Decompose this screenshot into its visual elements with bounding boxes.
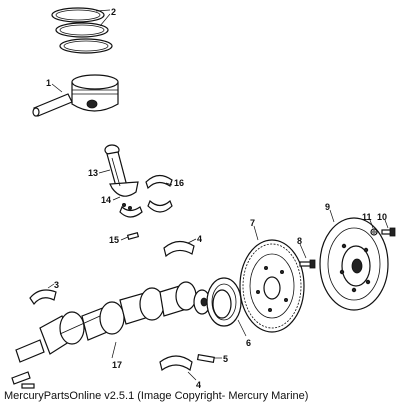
callout-4-upper: 4 [197, 234, 202, 244]
thrust-bearing[interactable] [29, 289, 57, 306]
callout-16: 16 [174, 178, 184, 188]
callout-14: 14 [101, 195, 111, 205]
dowel-pin[interactable] [126, 232, 140, 240]
washer[interactable] [370, 228, 378, 236]
callout-1: 1 [46, 78, 51, 88]
callout-5: 5 [223, 354, 228, 364]
connecting-rod[interactable] [104, 144, 139, 210]
crankshaft[interactable] [15, 281, 211, 363]
crank-key[interactable] [11, 371, 35, 389]
callout-17: 17 [112, 360, 122, 370]
rear-main-seal[interactable] [206, 277, 242, 327]
rod-bearing-upper[interactable] [145, 174, 173, 190]
piston-pin[interactable] [32, 93, 73, 117]
callout-13: 13 [88, 168, 98, 178]
callout-2: 2 [111, 7, 116, 17]
drive-plate[interactable] [319, 217, 389, 311]
callout-11: 11 [362, 212, 372, 222]
callout-15: 15 [109, 235, 119, 245]
flywheel[interactable] [239, 239, 305, 333]
callout-3: 3 [54, 280, 59, 290]
callout-9: 9 [325, 202, 330, 212]
callout-10: 10 [377, 212, 387, 222]
copyright-footer: MercuryPartsOnline v2.5.1 (Image Copyrig… [4, 390, 309, 402]
piston-rings[interactable] [51, 7, 113, 54]
plate-bolt[interactable] [381, 227, 396, 237]
rod-bearing-lower[interactable] [119, 199, 173, 218]
bearing-pin[interactable] [196, 353, 215, 364]
callout-7: 7 [250, 218, 255, 228]
piston[interactable] [71, 74, 119, 112]
main-bearing-lower[interactable] [159, 355, 193, 372]
callout-6: 6 [246, 338, 251, 348]
callout-4-lower: 4 [196, 380, 201, 390]
callout-8: 8 [297, 236, 302, 246]
main-bearing-upper[interactable] [163, 240, 195, 258]
flywheel-bolt[interactable] [299, 259, 316, 269]
